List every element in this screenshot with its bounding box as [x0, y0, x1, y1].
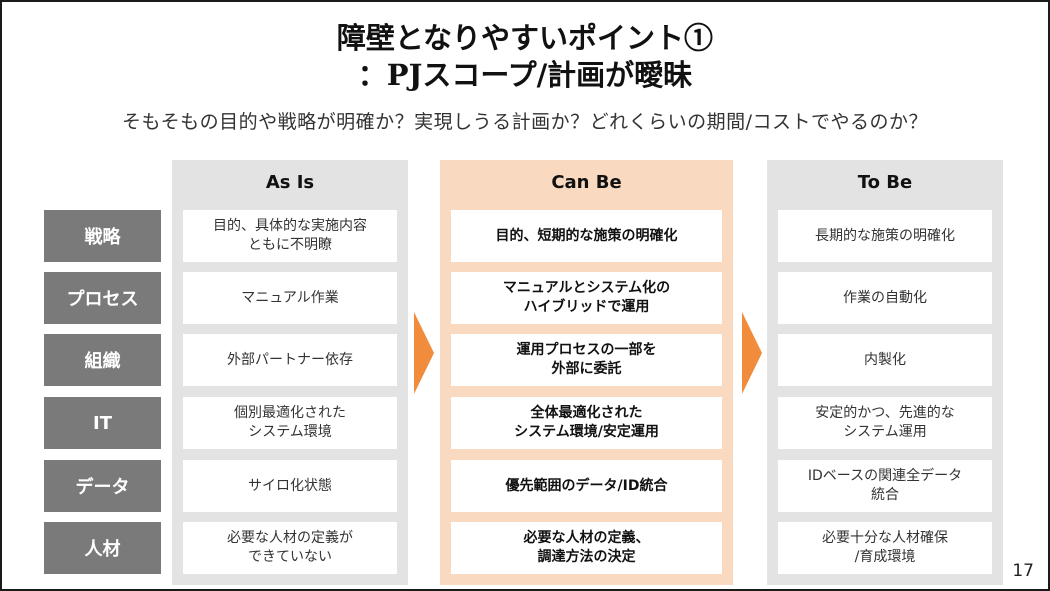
- chevron-right-arrow-icon: [742, 312, 762, 394]
- can-be-cell-data: 優先範囲のデータ/ID統合: [451, 460, 722, 512]
- title-line-1: 障壁となりやすいポイント①: [336, 21, 714, 55]
- as-is-cell-data: サイロ化状態: [183, 460, 397, 512]
- slide-subtitle: そもそもの目的や戦略が明確か？実現しうる計画か？どれくらいの期間/コストでやるの…: [121, 111, 929, 133]
- can-be-cell-talent: 必要な人材の定義、 調達方法の決定: [451, 522, 722, 574]
- row-label-talent: 人材: [44, 522, 161, 574]
- to-be-header: To Be: [857, 172, 913, 193]
- row-label-organization: 組織: [44, 334, 161, 386]
- page-number: 17: [1012, 561, 1034, 581]
- to-be-cell-organization: 内製化: [778, 334, 992, 386]
- to-be-cell-process: 作業の自動化: [778, 272, 992, 324]
- can-be-cell-process: マニュアルとシステム化の ハイブリッドで運用: [451, 272, 722, 324]
- to-be-cell-it: 安定的かつ、先進的な システム運用: [778, 397, 992, 449]
- can-be-cell-strategy: 目的、短期的な施策の明確化: [451, 210, 722, 262]
- to-be-cell-data: IDベースの関連全データ 統合: [778, 460, 992, 512]
- row-label-data: データ: [44, 460, 161, 512]
- as-is-cell-strategy: 目的、具体的な実施内容 ともに不明瞭: [183, 210, 397, 262]
- title-line-2: ：PJスコープ/計画が曖昧: [357, 58, 693, 92]
- as-is-cell-process: マニュアル作業: [183, 272, 397, 324]
- row-label-strategy: 戦略: [44, 210, 161, 262]
- arrow-shape: [742, 312, 762, 394]
- arrow-shape: [414, 312, 434, 394]
- row-label-process: プロセス: [44, 272, 161, 324]
- slide-title: 障壁となりやすいポイント① ：PJスコープ/計画が曖昧: [2, 20, 1048, 94]
- can-be-cell-organization: 運用プロセスの一部を 外部に委託: [451, 334, 722, 386]
- can-be-header: Can Be: [551, 172, 622, 193]
- can-be-cell-it: 全体最適化された システム環境/安定運用: [451, 397, 722, 449]
- as-is-cell-talent: 必要な人材の定義が できていない: [183, 522, 397, 574]
- to-be-cell-strategy: 長期的な施策の明確化: [778, 210, 992, 262]
- chevron-right-arrow-icon: [414, 312, 434, 394]
- as-is-cell-it: 個別最適化された システム環境: [183, 397, 397, 449]
- as-is-header: As Is: [265, 172, 315, 193]
- as-is-cell-organization: 外部パートナー依存: [183, 334, 397, 386]
- row-label-it: IT: [44, 397, 161, 449]
- to-be-cell-talent: 必要十分な人材確保 /育成環境: [778, 522, 992, 574]
